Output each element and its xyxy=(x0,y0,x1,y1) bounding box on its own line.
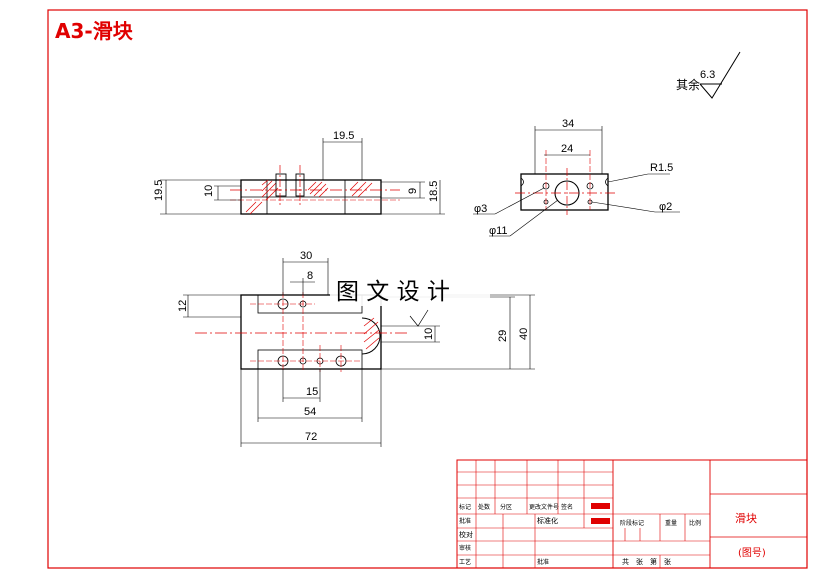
tb-label-zone: 分区 xyxy=(500,503,512,511)
tb-label-check: 校对 xyxy=(459,530,473,539)
tb-label-sign: 签名 xyxy=(561,503,573,511)
dim-front-right-outer: 18.5 xyxy=(428,181,440,202)
tb-label-mark: 标记 xyxy=(459,503,471,511)
tb-drawing-number: (图号) xyxy=(738,547,766,559)
dim-top-30: 30 xyxy=(300,250,312,262)
tb-label-scale: 比例 xyxy=(689,519,701,527)
tb-part-name: 滑块 xyxy=(735,512,757,525)
dim-top-10: 10 xyxy=(423,328,435,340)
watermark-text: 图 文 设 计 xyxy=(336,279,450,305)
dim-front-right-inner: 9 xyxy=(407,188,419,194)
tb-label-review: 审核 xyxy=(459,544,471,552)
sheet-title: A3-滑块 xyxy=(55,19,134,43)
dim-side-hole-big: φ11 xyxy=(489,225,508,237)
dim-front-left-outer: 19.5 xyxy=(153,180,165,201)
dim-side-radius: R1.5 xyxy=(650,162,673,174)
tb-label-process: 工艺 xyxy=(459,558,471,566)
dim-top-12: 12 xyxy=(177,300,189,312)
side-view: 34 24 R1.5 φ3 φ11 φ2 xyxy=(473,118,680,237)
tb-label-approve: 批准 xyxy=(459,517,471,525)
tb-label-count: 处数 xyxy=(478,503,490,511)
dim-front-left-inner: 10 xyxy=(203,185,215,197)
tb-label-sheets: 共 张 第 张 xyxy=(622,557,671,566)
dim-top-54: 54 xyxy=(304,406,316,418)
roughness-prefix: 其余 xyxy=(676,77,700,92)
dim-side-hole-small: φ3 xyxy=(474,203,487,215)
dim-side-inner: 24 xyxy=(561,143,573,155)
front-view: 19.5 19.5 10 9 18.5 xyxy=(153,130,445,215)
dim-top-40: 40 xyxy=(518,328,530,340)
dim-side-hole-tiny: φ2 xyxy=(659,201,672,213)
tb-label-standardization: 标准化 xyxy=(537,516,558,525)
tb-label-weight: 重量 xyxy=(665,519,677,527)
tb-label-approve-2: 批准 xyxy=(537,558,549,566)
roughness-symbol: 其余 6.3 xyxy=(676,51,741,99)
dim-front-top: 19.5 xyxy=(333,130,354,142)
sheet-border xyxy=(47,9,808,569)
dim-top-29: 29 xyxy=(497,330,509,342)
dim-top-72: 72 xyxy=(305,431,317,443)
tb-label-stage: 阶段标记 xyxy=(620,519,644,527)
dim-side-outer: 34 xyxy=(562,118,574,130)
title-block: 标记 处数 分区 更改文件号 签名 批准 标准化 校对 审核 工艺 批准 阶段标… xyxy=(456,459,808,569)
dim-top-8: 8 xyxy=(307,270,313,282)
roughness-value: 6.3 xyxy=(700,69,715,81)
dim-top-15: 15 xyxy=(306,386,318,398)
tb-label-docno: 更改文件号 xyxy=(529,503,559,511)
